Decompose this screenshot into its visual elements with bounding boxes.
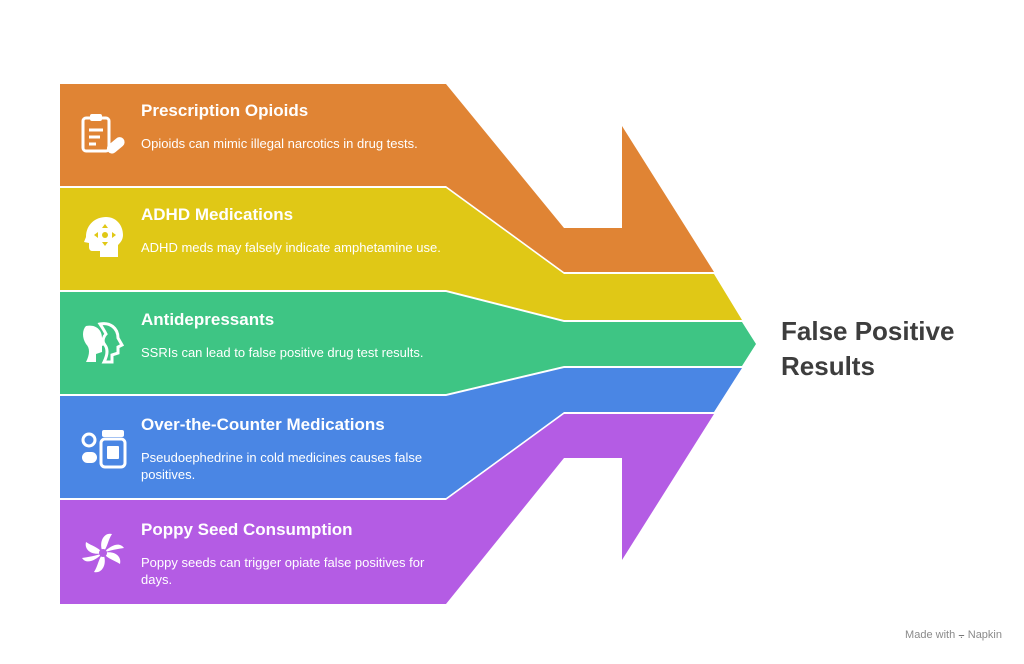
band-title: ADHD Medications	[141, 205, 294, 224]
band-title: Prescription Opioids	[141, 101, 309, 120]
band-description: Poppy seeds can trigger opiate false pos…	[141, 555, 425, 587]
band-description: ADHD meds may falsely indicate amphetami…	[141, 240, 441, 255]
flower-swirl-icon	[78, 528, 128, 578]
band-shape-otc-medications	[60, 368, 742, 498]
band-description: SSRIs can lead to false positive drug te…	[141, 345, 424, 360]
band-title: Poppy Seed Consumption	[141, 520, 353, 539]
band-shape-poppy-seed	[60, 414, 714, 604]
head-arrows-icon	[78, 213, 128, 263]
band-title: Antidepressants	[141, 310, 275, 329]
watermark-brand: Napkin	[967, 629, 1002, 641]
result-title: False Positive Results	[781, 316, 955, 381]
watermark-prefix: Made with	[905, 629, 956, 641]
pills-bottle-icon	[78, 424, 128, 474]
napkin-logo-icon: ⨪	[958, 629, 965, 641]
prescription-pill-icon	[78, 110, 128, 160]
band-title: Over-the-Counter Medications	[141, 415, 385, 434]
band-shape-adhd-medications	[60, 188, 742, 320]
faces-profile-icon	[78, 318, 128, 368]
band-description: Opioids can mimic illegal narcotics in d…	[141, 136, 418, 151]
watermark: Made with ⨪ Napkin	[905, 629, 1002, 642]
band-shape-prescription-opioids	[60, 84, 714, 272]
band-shape-antidepressants	[60, 292, 756, 394]
band-description: Pseudoephedrine in cold medicines causes…	[141, 450, 423, 482]
